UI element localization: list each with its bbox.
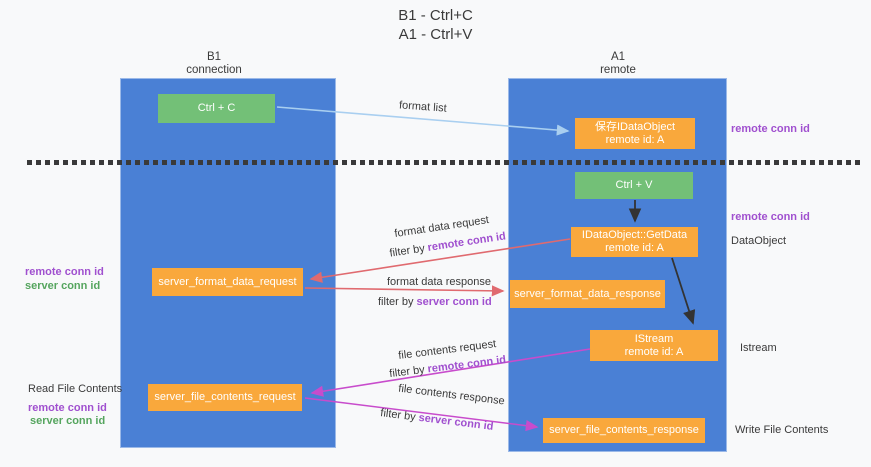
right-column-header: A1 remote: [564, 51, 672, 77]
left-remote-conn-id-label-1: remote conn id: [25, 266, 104, 278]
file-contents-response-filter-label: filter by server conn id: [380, 407, 494, 433]
istream-line2: remote id: A: [624, 345, 684, 358]
ctrl-c-label: Ctrl + C: [197, 102, 236, 114]
server-file-contents-response-box: server_file_contents_response: [543, 418, 705, 443]
idataobject-getdata-line1: IDataObject::GetData: [581, 229, 688, 241]
istream-side-label: Istream: [740, 342, 777, 354]
left-server-conn-id-label-1: server conn id: [25, 280, 101, 292]
file-contents-response-label: file contents response: [397, 382, 506, 408]
left-remote-conn-id-label-2: remote conn id: [28, 402, 107, 414]
server-file-contents-request-box: server_file_contents_request: [148, 384, 302, 411]
left-column-subtitle: connection: [186, 64, 242, 76]
filter-by-text: filter by: [379, 407, 420, 424]
filter-by-text: filter by: [378, 296, 417, 308]
right-remote-conn-id-label-1: remote conn id: [731, 123, 810, 135]
filter-by-text: filter by: [388, 363, 429, 381]
remote-conn-id-text: remote conn id: [426, 353, 507, 376]
server-conn-id-text: server conn id: [416, 296, 492, 308]
remote-conn-id-text: remote conn id: [426, 230, 507, 254]
idataobject-getdata-box: IDataObject::GetData remote id: A: [571, 227, 698, 257]
server-format-data-response-label: server_format_data_response: [514, 287, 661, 300]
right-remote-conn-id-label-2: remote conn id: [731, 211, 810, 223]
filter-by-text: filter by: [388, 242, 429, 260]
diagram-title: B1 - Ctrl+C A1 - Ctrl+V: [0, 6, 871, 44]
left-server-conn-id-label-2: server conn id: [30, 415, 106, 427]
format-list-label: format list: [398, 99, 448, 115]
write-file-contents-label: Write File Contents: [735, 424, 829, 436]
left-column-header: B1 connection: [160, 51, 268, 77]
save-idataobject-box: 保存IDataObject remote id: A: [575, 118, 695, 149]
left-column-name: B1: [206, 51, 222, 63]
right-column-name: A1: [610, 51, 626, 63]
server-format-data-request-label: server_format_data_request: [158, 275, 297, 288]
ctrl-v-box: Ctrl + V: [575, 172, 693, 199]
istream-box: IStream remote id: A: [590, 330, 718, 361]
server-file-contents-request-label: server_file_contents_request: [154, 391, 296, 403]
format-data-response-filter-label: filter by server conn id: [378, 296, 492, 308]
phase-separator-dashed-line: [27, 160, 862, 165]
ctrl-c-box: Ctrl + C: [158, 94, 275, 123]
read-file-contents-label: Read File Contents: [28, 383, 123, 395]
server-conn-id-text: server conn id: [417, 411, 495, 433]
right-column-subtitle: remote: [600, 64, 636, 76]
save-idataobject-line2: remote id: A: [605, 133, 665, 146]
ctrl-v-label: Ctrl + V: [615, 179, 653, 191]
istream-line1: IStream: [634, 332, 674, 345]
title-line-2: A1 - Ctrl+V: [398, 26, 473, 43]
save-idataobject-line1: 保存IDataObject: [594, 120, 676, 133]
title-line-1: B1 - Ctrl+C: [398, 7, 473, 24]
format-data-response-label: format data response: [387, 276, 491, 288]
idataobject-getdata-line2: remote id: A: [605, 242, 664, 254]
server-file-contents-response-label: server_file_contents_response: [549, 424, 699, 436]
server-format-data-response-box: server_format_data_response: [510, 280, 665, 308]
server-format-data-request-box: server_format_data_request: [152, 268, 303, 296]
dataobject-label: DataObject: [731, 235, 787, 247]
